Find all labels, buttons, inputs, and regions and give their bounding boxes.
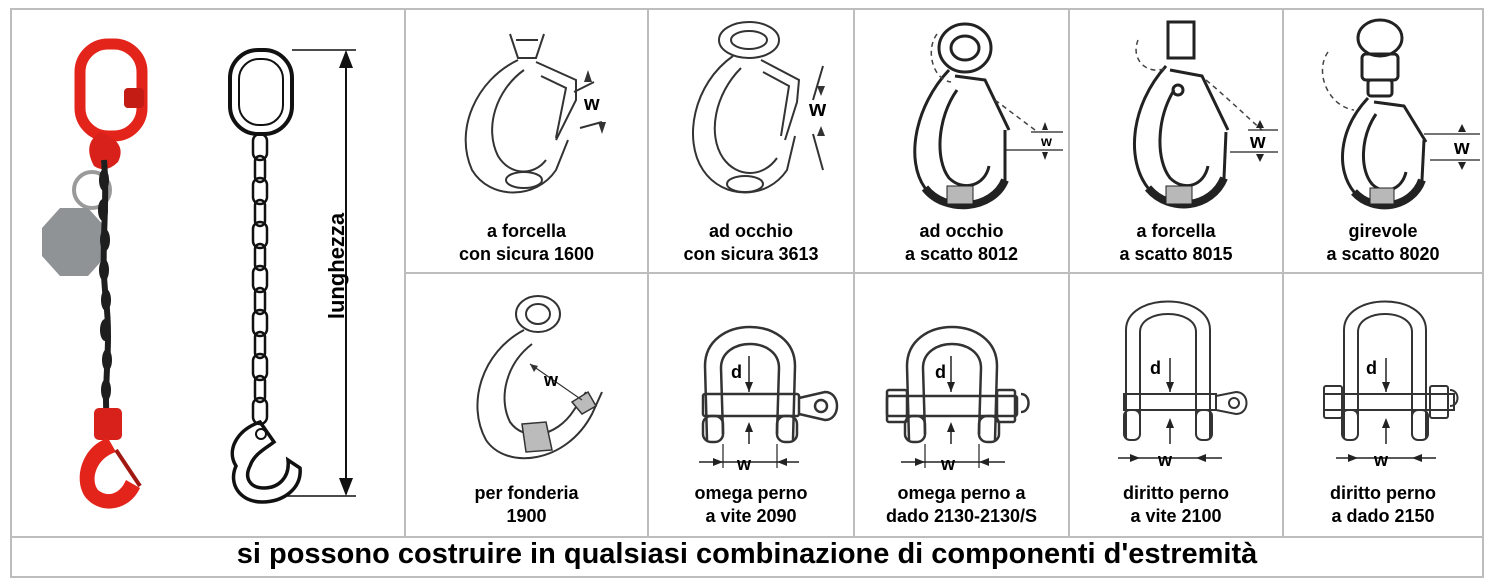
fitting-name: a forcella (1136, 221, 1216, 241)
fitting-name: diritto perno (1123, 483, 1229, 503)
w-label: w (1373, 450, 1389, 470)
clevis-selflock-hook-8015-drawing: w (1132, 20, 1278, 209)
fitting-name: per fonderia (474, 483, 579, 503)
fitting-caption: girevole a scatto 8020 (1284, 220, 1482, 266)
fitting-caption: omega perno a dado 2130-2130/S (855, 482, 1068, 528)
w-label: w (583, 93, 600, 115)
fitting-caption: a forcella con sicura 1600 (406, 220, 647, 266)
fitting-card: w a forcella con sicura 1600 (406, 10, 647, 272)
fitting-code: a vite 2090 (705, 506, 797, 526)
bow-shackle-screw-pin-2090-drawing: d w (699, 325, 839, 474)
fitting-caption: diritto perno a dado 2150 (1284, 482, 1482, 528)
dee-shackle-screw-pin-2100-drawing: d w (1118, 300, 1248, 470)
sling-drawing: lunghezza (228, 48, 356, 504)
fitting-card: w per fonderia 1900 (406, 274, 647, 536)
d-label: d (1150, 358, 1161, 378)
swivel-selflock-hook-8020-drawing: w (1321, 18, 1480, 210)
fitting-name: omega perno (694, 483, 808, 503)
clevis-hook-1600-drawing: w (464, 33, 606, 194)
fitting-name: ad occhio (708, 221, 793, 241)
dee-shackle-bolt-2150-drawing: d w (1323, 300, 1459, 470)
bow-shackle-bolt-2130-drawing: d w (885, 325, 1030, 474)
fitting-name: girevole (1348, 221, 1418, 241)
fitting-code: dado 2130-2130/S (885, 506, 1038, 526)
fitting-code: a dado 2150 (1331, 506, 1435, 526)
sling-photo (42, 38, 148, 509)
table-frame (10, 8, 1484, 578)
fitting-caption: diritto perno a vite 2100 (1070, 482, 1282, 528)
fitting-caption: omega perno a vite 2090 (649, 482, 853, 528)
fitting-name: ad occhio (919, 221, 1004, 241)
w-label: w (808, 96, 827, 121)
fitting-caption: per fonderia 1900 (406, 482, 647, 528)
fitting-caption: a forcella a scatto 8015 (1070, 220, 1282, 266)
eye-hook-3613-drawing: w (692, 21, 827, 194)
fitting-card: d w diritto perno a vite 2100 (1070, 274, 1282, 536)
fitting-card: w girevole a scatto 8020 (1284, 10, 1482, 272)
w-label: w (543, 370, 559, 390)
foundry-hook-1900-drawing: w (476, 295, 603, 460)
divider (404, 272, 1484, 274)
fitting-code: a scatto 8012 (904, 244, 1019, 264)
w-label: w (1157, 450, 1173, 470)
fitting-card: d w omega perno a dado 2130-2130/S (855, 274, 1068, 536)
fitting-name: a forcella (486, 221, 567, 241)
w-label: w (940, 454, 956, 474)
d-label: d (1366, 358, 1377, 378)
footer-note: si possono costruire in qualsiasi combin… (236, 538, 1258, 570)
d-label: d (935, 362, 946, 382)
fitting-code: con sicura 1600 (458, 244, 595, 264)
fitting-caption: ad occhio a scatto 8012 (855, 220, 1068, 266)
left-panel: lunghezza (12, 10, 404, 536)
fitting-code: con sicura 3613 (683, 244, 819, 264)
fitting-code: a scatto 8020 (1326, 244, 1440, 264)
fitting-name: diritto perno (1330, 483, 1436, 503)
fitting-code: a vite 2100 (1130, 506, 1222, 526)
fitting-code: 1900 (506, 506, 547, 526)
d-label: d (731, 362, 742, 382)
w-label: w (736, 454, 752, 474)
divider (10, 536, 1484, 538)
length-label: lunghezza (324, 212, 349, 319)
fitting-code: a scatto 8015 (1119, 244, 1233, 264)
fitting-caption: ad occhio con sicura 3613 (649, 220, 853, 266)
fitting-card: w ad occhio con sicura 3613 (649, 10, 853, 272)
w-label: w (1249, 131, 1266, 153)
eye-selflock-hook-8012-drawing: w (913, 22, 1063, 210)
fitting-card: w a forcella a scatto 8015 (1070, 10, 1282, 272)
fitting-card: w ad occhio a scatto 8012 (855, 10, 1068, 272)
fitting-card: d w omega perno a vite 2090 (649, 274, 853, 536)
w-label: w (1453, 137, 1470, 159)
w-label: w (1040, 133, 1052, 149)
fitting-card: d w diritto perno a dado 2150 (1284, 274, 1482, 536)
fitting-name: omega perno a (897, 483, 1026, 503)
